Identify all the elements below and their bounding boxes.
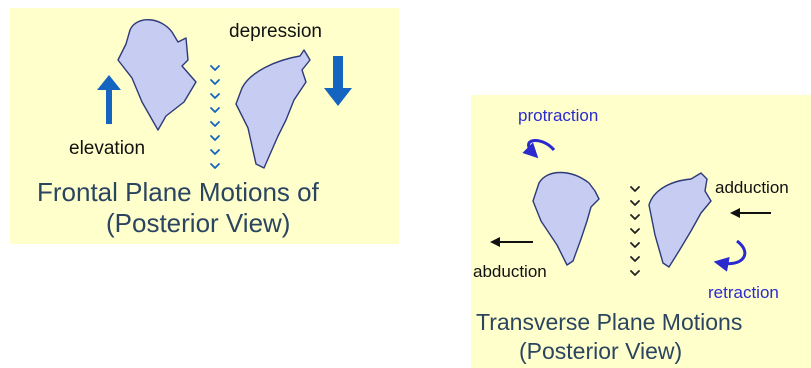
abduction-arrow-icon	[490, 237, 533, 247]
protraction-curved-arrow-icon	[529, 140, 554, 153]
frontal-title-line1: Frontal Plane Motions of	[37, 179, 319, 205]
label-depression: depression	[229, 22, 322, 41]
down-arrow-icon	[324, 56, 352, 106]
label-elevation: elevation	[69, 139, 145, 158]
transverse-title-line1: Transverse Plane Motions	[476, 311, 742, 334]
scapula-right-icon	[236, 50, 310, 168]
label-adduction: adduction	[715, 179, 789, 196]
transverse-title-line2: (Posterior View)	[519, 340, 682, 363]
frontal-plane-panel: depression elevation Frontal Plane Motio…	[10, 8, 399, 244]
label-abduction: abduction	[473, 263, 547, 280]
up-arrow-icon	[97, 75, 121, 124]
retraction-curved-arrow-icon	[721, 241, 745, 264]
frontal-title-line2: (Posterior View)	[106, 210, 290, 236]
label-retraction: retraction	[708, 284, 779, 301]
adduction-arrow-icon	[730, 208, 771, 218]
scapula-left-icon	[533, 173, 599, 266]
chevron-divider	[211, 66, 219, 168]
label-protraction: protraction	[518, 107, 598, 124]
chevron-divider	[631, 187, 639, 275]
transverse-plane-panel: protraction adduction abduction retracti…	[471, 95, 811, 368]
scapula-left-icon	[118, 20, 196, 130]
scapula-right-icon	[649, 173, 711, 267]
